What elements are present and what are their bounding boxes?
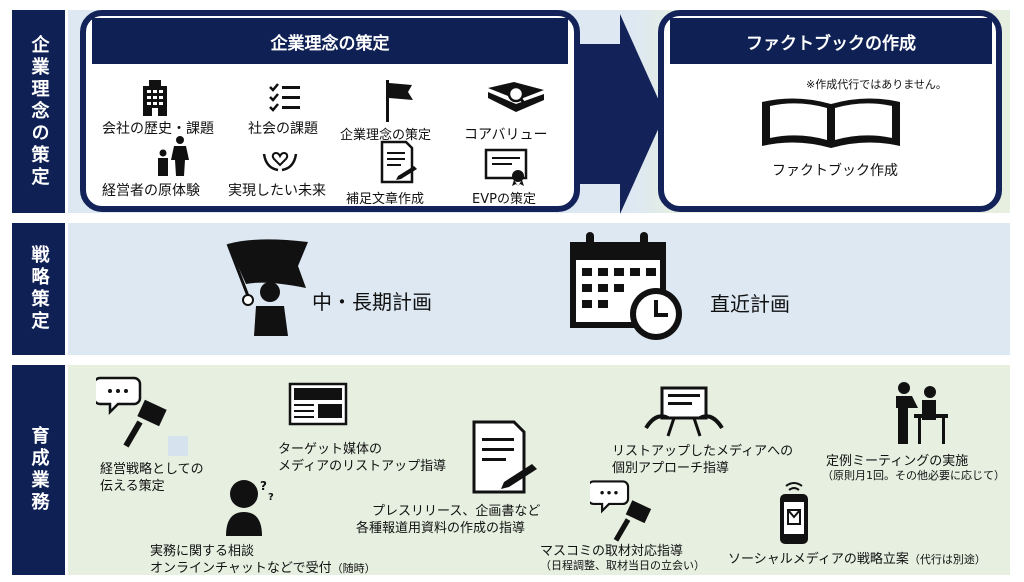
certificate-icon — [484, 148, 528, 186]
item-philosophy: 企業理念の策定 — [340, 128, 432, 143]
open-book-icon — [762, 98, 900, 148]
row-label-philosophy: 企業理念の策定 — [12, 10, 65, 213]
long-term-plan: 中・長期計画 — [312, 290, 432, 314]
document-pen-icon — [472, 420, 537, 494]
factbook-card-title: ファクトブックの作成 — [670, 18, 992, 64]
meeting-icon — [896, 382, 948, 444]
training-item-approach-l1: リストアップしたメディアへの — [612, 444, 794, 459]
monitor-hands-icon — [644, 386, 724, 437]
family-icon — [158, 136, 189, 176]
row-label-strategy: 戦略策定 — [12, 223, 65, 355]
training-item-media-list-l2: メディアのリストアップ指導 — [278, 459, 447, 474]
smartphone-icon — [780, 482, 808, 544]
training-item-media-list-l1: ターゲット媒体の — [278, 442, 383, 457]
training-item-press-l1: プレスリリース、企画書など — [372, 504, 541, 519]
svg-text:?: ? — [268, 492, 274, 503]
short-term-plan: 直近計画 — [710, 292, 790, 316]
flag-icon — [386, 80, 413, 122]
training-item-press-l2: 各種報道用資料の作成の指導 — [356, 521, 526, 536]
item-company-history: 会社の歴史・課題 — [102, 121, 214, 137]
small-square-decoration — [168, 436, 188, 456]
item-supplementary-text: 補足文章作成 — [346, 192, 425, 207]
hands-heart-icon — [262, 152, 298, 172]
training-item-meeting-l1: 定例ミーティングの実施 — [826, 454, 969, 469]
microphone-speech-icon — [96, 376, 167, 448]
building-icon — [143, 80, 167, 116]
factbook-item: ファクトブック作成 — [772, 163, 898, 179]
training-item-consult-l2: オンラインチャットなどで受付（随時） — [150, 561, 376, 576]
training-item-press-coverage-l1: マスコミの取材対応指導 — [540, 544, 684, 559]
checklist-icon — [269, 83, 300, 112]
item-social-issues: 社会の課題 — [248, 121, 318, 137]
svg-text:?: ? — [260, 479, 267, 493]
item-desired-future: 実現したい未来 — [228, 183, 326, 199]
flag-bearer-icon — [226, 239, 308, 336]
item-founder-experience: 経営者の原体験 — [102, 183, 200, 199]
newspaper-icon — [288, 382, 348, 426]
training-item-strategy-l2: 伝える策定 — [100, 479, 165, 494]
training-item-social-media: ソーシャルメディアの戦略立案（代行は別途） — [728, 552, 986, 567]
arrow-right-icon — [570, 14, 665, 214]
row-label-training: 育成業務 — [12, 365, 65, 575]
factbook-note: ※作成代行ではありません。 — [806, 78, 947, 91]
training-item-press-coverage-l2: （日程調整、取材当日の立会い） — [540, 559, 705, 572]
philosophy-card-title: 企業理念の策定 — [92, 18, 568, 64]
item-evp: EVPの策定 — [472, 192, 536, 207]
confused-person-icon: ? ? — [226, 479, 274, 536]
book-magnifier-icon — [488, 82, 544, 112]
training-item-consult-l1: 実務に関する相談 — [150, 544, 255, 559]
row3-band — [68, 365, 1010, 575]
row2-band — [68, 223, 1010, 355]
document-pen-icon — [380, 140, 417, 184]
microphone-speech-icon — [590, 480, 652, 542]
training-item-strategy-l1: 経営戦略としての — [100, 462, 204, 477]
calendar-clock-icon — [570, 232, 682, 340]
training-item-meeting-l2: （原則月1回。その他必要に応じて） — [822, 469, 1005, 482]
item-core-values: コアバリュー — [464, 127, 548, 143]
training-item-approach-l2: 個別アプローチ指導 — [612, 461, 730, 476]
